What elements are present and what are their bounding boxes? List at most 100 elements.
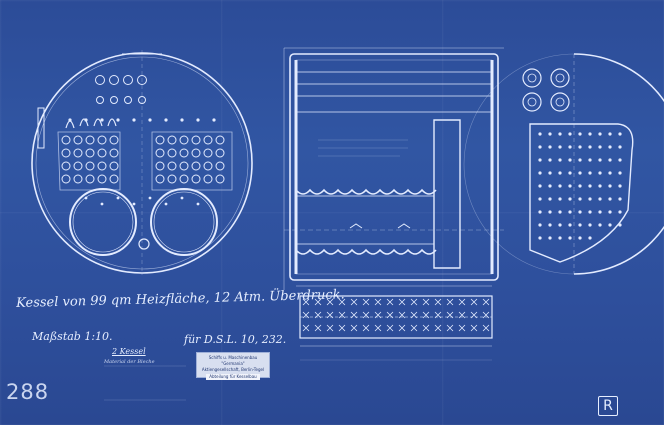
tube-ring (155, 135, 165, 145)
stay-dot (100, 118, 104, 122)
back-stay-dot (618, 132, 622, 136)
back-stay-dot (588, 223, 592, 227)
legend-heading: 2 Kessel (112, 347, 146, 356)
strip-mark (446, 298, 454, 306)
tube-ring (203, 161, 213, 171)
tube-ring (179, 148, 189, 158)
tube-ring (155, 148, 165, 158)
back-tube-ring (522, 68, 542, 88)
back-stay-dot (598, 145, 602, 149)
tube-ring (97, 148, 107, 158)
back-stay-dot (538, 236, 542, 240)
strip-mark (410, 311, 418, 319)
tube-ring (73, 161, 83, 171)
back-stay-dot (598, 184, 602, 188)
back-stay-dot (558, 197, 562, 201)
stay-ring (109, 75, 119, 85)
tube-ring (85, 135, 95, 145)
back-stay-dot (558, 145, 562, 149)
back-stay-dot (568, 145, 572, 149)
back-stay-dot (578, 210, 582, 214)
stay-dot (68, 118, 72, 122)
back-stay-dot (568, 236, 572, 240)
strip-mark (350, 324, 358, 332)
front-tube-plate (61, 75, 225, 184)
strip-mark (446, 324, 454, 332)
strip-mark (362, 298, 370, 306)
tube-ring (215, 174, 225, 184)
back-stay-dot (538, 145, 542, 149)
tube-ring (179, 135, 189, 145)
tube-ring (97, 135, 107, 145)
back-stay-dot (538, 132, 542, 136)
strip-mark (470, 311, 478, 319)
stay-dot (132, 202, 136, 206)
stay-ring (96, 96, 104, 104)
strip-mark (362, 324, 370, 332)
strip-mark (458, 298, 466, 306)
strip-mark (458, 324, 466, 332)
strip-mark (422, 298, 430, 306)
stay-dot (164, 118, 168, 122)
strip-mark (374, 311, 382, 319)
stamp-line-1: Schiffs u. Maschinenbau "Germania" (208, 355, 258, 366)
back-stay-dot (578, 184, 582, 188)
back-stay-dot (538, 223, 542, 227)
strip-mark (410, 298, 418, 306)
stay-dot (196, 118, 200, 122)
back-stay-dot (548, 171, 552, 175)
stay-dot (148, 196, 152, 200)
strip-mark (386, 311, 394, 319)
back-stay-dot (598, 210, 602, 214)
strip-mark (482, 311, 490, 319)
strip-mark (314, 311, 322, 319)
tube-ring (109, 148, 119, 158)
tube-ring (61, 174, 71, 184)
back-tube-ring-inner (527, 97, 537, 107)
strip-mark (302, 324, 310, 332)
back-stay-dot (608, 184, 612, 188)
back-stay-dot (588, 158, 592, 162)
strip-mark (314, 324, 322, 332)
sheet-number: 288 (6, 380, 50, 404)
front-stay-bolts (68, 118, 216, 206)
legend-subheading: Material der Bleche (104, 359, 155, 365)
tube-ring (191, 174, 201, 184)
tube-ring (179, 174, 189, 184)
tube-ring (109, 161, 119, 171)
strip-mark (434, 324, 442, 332)
back-stay-dot (598, 197, 602, 201)
tube-ring (215, 161, 225, 171)
stamp-line-2: Aktiengesellschaft, Berlin-Tegel (201, 367, 265, 372)
strip-mark (470, 324, 478, 332)
strip-mark (398, 324, 406, 332)
stay-dot (180, 118, 184, 122)
stay-ring (123, 75, 133, 85)
back-stay-dot (618, 197, 622, 201)
tube-ring (97, 161, 107, 171)
tube-ring (73, 148, 83, 158)
stay-dot (212, 118, 216, 122)
strip-mark (326, 311, 334, 319)
strip-mark (374, 324, 382, 332)
strip-mark (326, 298, 334, 306)
back-stay-dot (578, 145, 582, 149)
tube-ring (203, 174, 213, 184)
back-stay-dot (598, 171, 602, 175)
back-tube-ring-inner (555, 73, 565, 83)
tube-ring (203, 135, 213, 145)
back-stay-dot (548, 197, 552, 201)
stay-dot (116, 196, 120, 200)
strip-mark (446, 311, 454, 319)
stay-dot (100, 202, 104, 206)
tube-ring (191, 161, 201, 171)
back-stay-dot (608, 158, 612, 162)
strip-mark (350, 311, 358, 319)
strip-mark (458, 311, 466, 319)
back-stay-dot (578, 171, 582, 175)
back-stay-dot (558, 132, 562, 136)
back-stay-dot (548, 223, 552, 227)
back-stay-dot (568, 197, 572, 201)
